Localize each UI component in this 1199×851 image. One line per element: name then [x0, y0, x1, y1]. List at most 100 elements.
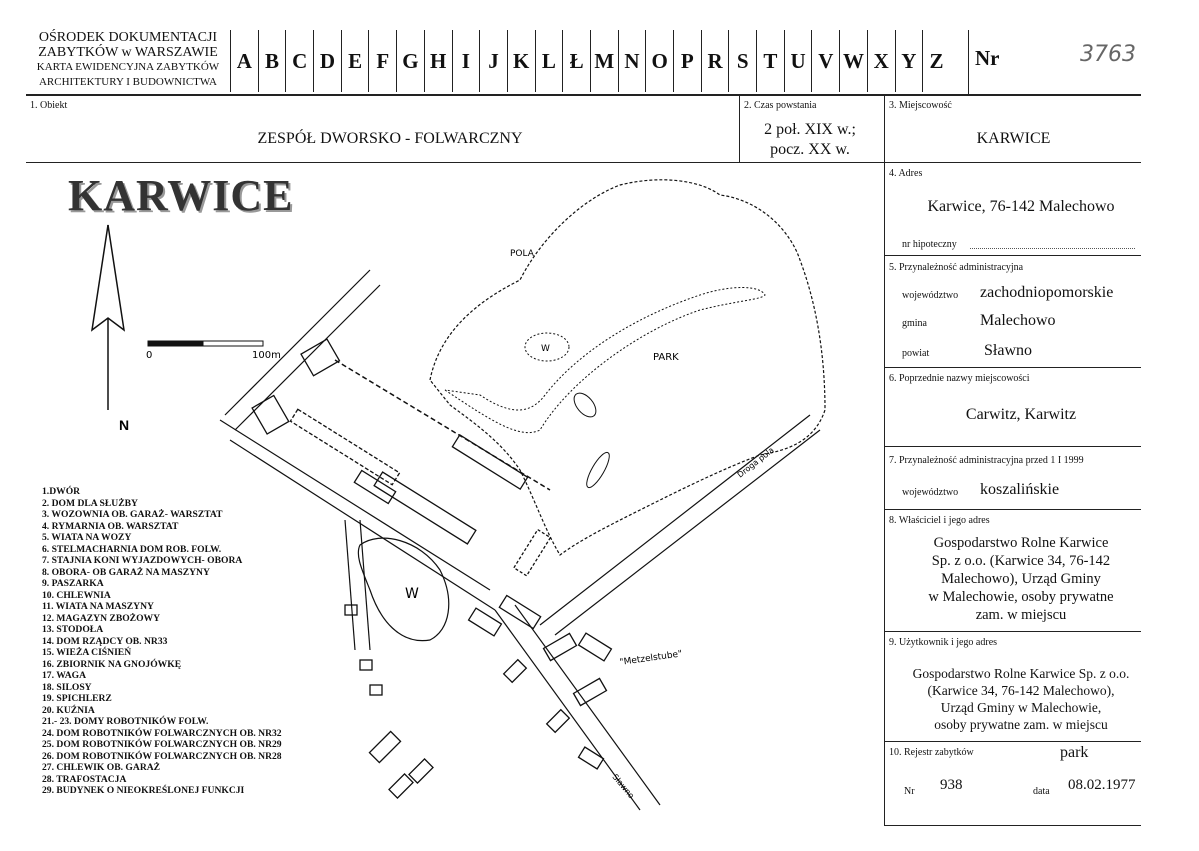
hipoteczny-field: [970, 248, 1135, 249]
classification-letter: L: [534, 30, 563, 92]
rejestr-data-value: 08.02.1977: [1068, 777, 1136, 793]
hipoteczny-label: nr hipoteczny: [902, 239, 957, 250]
classification-letter: C: [285, 30, 313, 92]
metzelstube-label: "Metzelstube": [619, 649, 683, 668]
classification-letter: Ł: [562, 30, 590, 92]
wojewodztwo-label: województwo: [902, 290, 959, 301]
classification-letter: U: [783, 30, 812, 92]
scale-end: 100m: [252, 350, 281, 361]
row-rule: [884, 367, 1141, 368]
row-rule: [884, 741, 1141, 742]
legend-item: 2. DOM DLA SŁUŻBY: [42, 497, 138, 509]
legend-item: 20. KUŹNIA: [42, 704, 95, 716]
classification-letter: H: [423, 30, 452, 92]
droga-pola-label: Droga pola: [736, 445, 776, 479]
large-pond: [357, 537, 450, 642]
wlasciciel-line: Malechowo), Urząd Gminy: [941, 571, 1101, 587]
legend-item: 17. WAGA: [42, 670, 87, 681]
institution-line-4: ARCHITEKTURY I BUDOWNICTWA: [38, 76, 218, 88]
classification-letter: N: [617, 30, 646, 92]
roads: [219, 269, 821, 811]
wlasciciel-label: 8. Właściciel i jego adres: [889, 515, 990, 526]
legend-item: 10. CHLEWNIA: [42, 589, 111, 601]
classification-letter: V: [811, 30, 839, 92]
right-column-divider: [884, 95, 885, 826]
large-pond-label: W: [405, 586, 419, 602]
row-rule: [884, 509, 1141, 510]
classification-letter: M: [589, 30, 618, 92]
row1-rule: [26, 162, 1141, 163]
legend-item: 19. SPICHLERZ: [42, 693, 112, 704]
poprzednie-value: Carwitz, Karwitz: [965, 406, 1077, 423]
czas-label: 2. Czas powstania: [744, 100, 817, 111]
classification-letter: J: [479, 30, 507, 92]
row-rule: [884, 255, 1141, 256]
divider: [739, 95, 740, 162]
divider: [968, 30, 969, 94]
legend-item: 7. STAJNIA KONI WYJAZDOWYCH- OBORA: [42, 555, 243, 566]
classification-letter: E: [340, 30, 369, 92]
slawno-label: Sławno: [610, 773, 635, 801]
classification-letter: W: [839, 30, 867, 92]
czas-value: 2 poł. XIX w.; pocz. XX w.: [740, 120, 880, 160]
classification-letter: R: [700, 30, 729, 92]
classification-letter: A: [230, 30, 258, 92]
czas-value-line-2: pocz. XX w.: [770, 141, 850, 158]
nr-label: Nr: [975, 46, 1000, 70]
wojewodztwo-value: zachodniopomorskie: [980, 284, 1114, 301]
legend-item: 13. STODOŁA: [42, 624, 104, 635]
park-alley: [444, 287, 766, 434]
classification-letter: D: [313, 30, 341, 92]
bottom-rule: [884, 825, 1141, 826]
park-outline: [429, 179, 826, 556]
przynaleznosc-label: 5. Przynależność administracyjna: [889, 262, 1024, 273]
park-pond: [524, 332, 570, 362]
legend-item: 15. WIEŻA CIŚNIEŃ: [42, 647, 132, 658]
rejestr-nr-value: 938: [940, 777, 963, 793]
gmina-label: gmina: [902, 318, 927, 329]
classification-letter: Y: [894, 30, 923, 92]
institution-line-1: OŚRODEK DOKUMENTACJI: [38, 30, 218, 45]
legend-item: 4. RYMARNIA OB. WARSZTAT: [42, 520, 179, 532]
woj1999-label: województwo: [902, 487, 959, 498]
header-rule: [26, 94, 1141, 96]
legend-item: 12. MAGAZYN ZBOŻOWY: [42, 612, 161, 624]
classification-letter: I: [451, 30, 480, 92]
wlasciciel-line: zam. w miejscu: [975, 607, 1067, 623]
classification-letter: F: [368, 30, 396, 92]
legend-item: 16. ZBIORNIK NA GNOJÓWKĘ: [42, 658, 182, 670]
legend-item: 14. DOM RZĄDCY OB. NR33: [42, 635, 168, 647]
park-label: PARK: [653, 352, 679, 363]
legend-item: 3. WOZOWNIA OB. GARAŻ- WARSZTAT: [42, 509, 223, 520]
legend-item: 28. TRAFOSTACJA: [42, 773, 127, 785]
scale-bar: [147, 340, 264, 347]
row-rule: [884, 446, 1141, 447]
legend-item: 18. SILOSY: [42, 681, 92, 693]
uzytkownik-line: osoby prywatne zam. w miejscu: [934, 717, 1108, 732]
rejestr-value: park: [1060, 744, 1089, 761]
uzytkownik-value: Gospodarstwo Rolne Karwice Sp. z o.o.(Ka…: [886, 665, 1156, 733]
classification-letter: G: [396, 30, 424, 92]
wlasciciel-line: w Malechowie, osoby prywatne: [928, 589, 1114, 605]
przyn1999-label: 7. Przynależność administracyjna przed 1…: [889, 455, 1084, 466]
czas-value-line-1: 2 poł. XIX w.;: [764, 121, 856, 138]
poprzednie-label: 6. Poprzednie nazwy miejscowości: [889, 373, 1030, 384]
rejestr-data-label: data: [1033, 786, 1050, 797]
institution-line-3: KARTA EWIDENCYJNA ZABYTKÓW: [36, 61, 220, 73]
uzytkownik-line: Gospodarstwo Rolne Karwice Sp. z o.o.: [912, 666, 1130, 681]
uzytkownik-line: Urząd Gminy w Malechowie,: [940, 700, 1102, 715]
legend-item: 11. WIATA NA MASZYNY: [42, 601, 154, 612]
classification-letter: O: [645, 30, 673, 92]
former-building-line: [334, 359, 551, 491]
gmina-value: Malechowo: [980, 312, 1056, 329]
north-arrow-icon: [90, 224, 126, 410]
rejestr-label: 10. Rejestr zabytków: [889, 747, 974, 758]
classification-letter: K: [506, 30, 535, 92]
legend-item: 5. WIATA NA WOZY: [42, 532, 132, 543]
park-pond-label: W: [541, 344, 550, 354]
legend-item: 25. DOM ROBOTNIKÓW FOLWARCZNYCH OB. NR29: [42, 739, 282, 750]
buildings: [251, 338, 613, 799]
